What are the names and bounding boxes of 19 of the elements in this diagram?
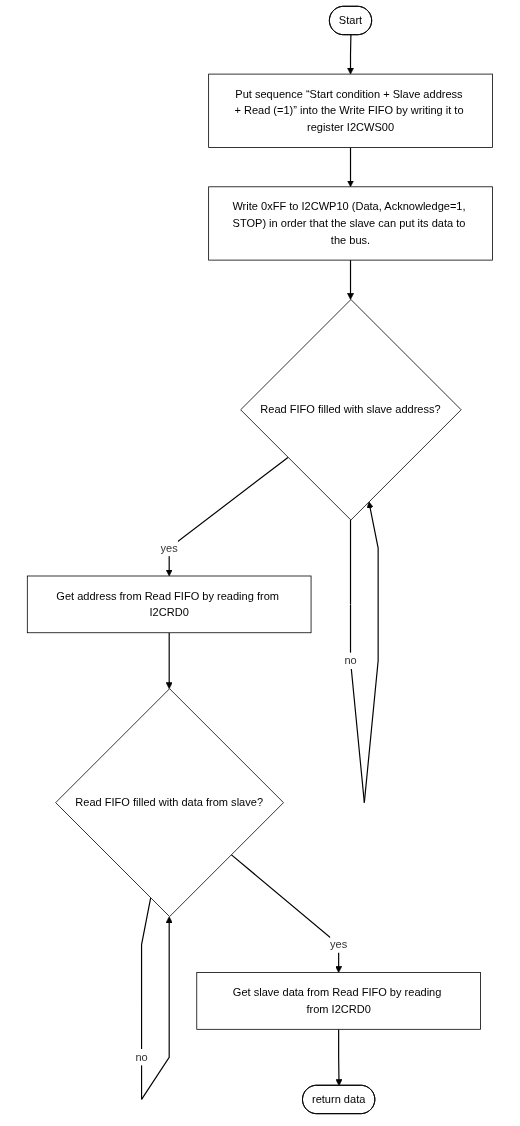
arrow [165, 456, 289, 577]
edge-label: no [344, 654, 357, 667]
node-box: Put sequence “Start condition + Slave address + Read (=1)” into the Write FIFO by writing it to register I2CWS00 [208, 73, 493, 148]
arrow [347, 259, 355, 300]
arrow [230, 854, 343, 973]
arrow [347, 34, 355, 75]
node-box: Get slave data from Read FIFO by reading from I2CRD0 [196, 972, 482, 1030]
node-diamond: Read FIFO filled with slave address? [240, 299, 462, 521]
arrow [347, 146, 355, 188]
arrow [165, 632, 173, 690]
arrow [335, 1028, 343, 1086]
node-box: Write 0xFF to I2CWP10 (Data, Acknowledge=1, STOP) in order that the slave can put its data to the bus. [208, 186, 493, 261]
arrow [350, 501, 379, 804]
edge-label: yes [330, 937, 348, 951]
edge-label: no [135, 1050, 148, 1064]
node-box: Get address from Read FIFO by reading from I2CRD0 [27, 575, 312, 634]
edge-label: yes [160, 541, 178, 554]
arrow [141, 897, 173, 1100]
node-diamond: Read FIFO filled with data from slave? [55, 688, 285, 917]
